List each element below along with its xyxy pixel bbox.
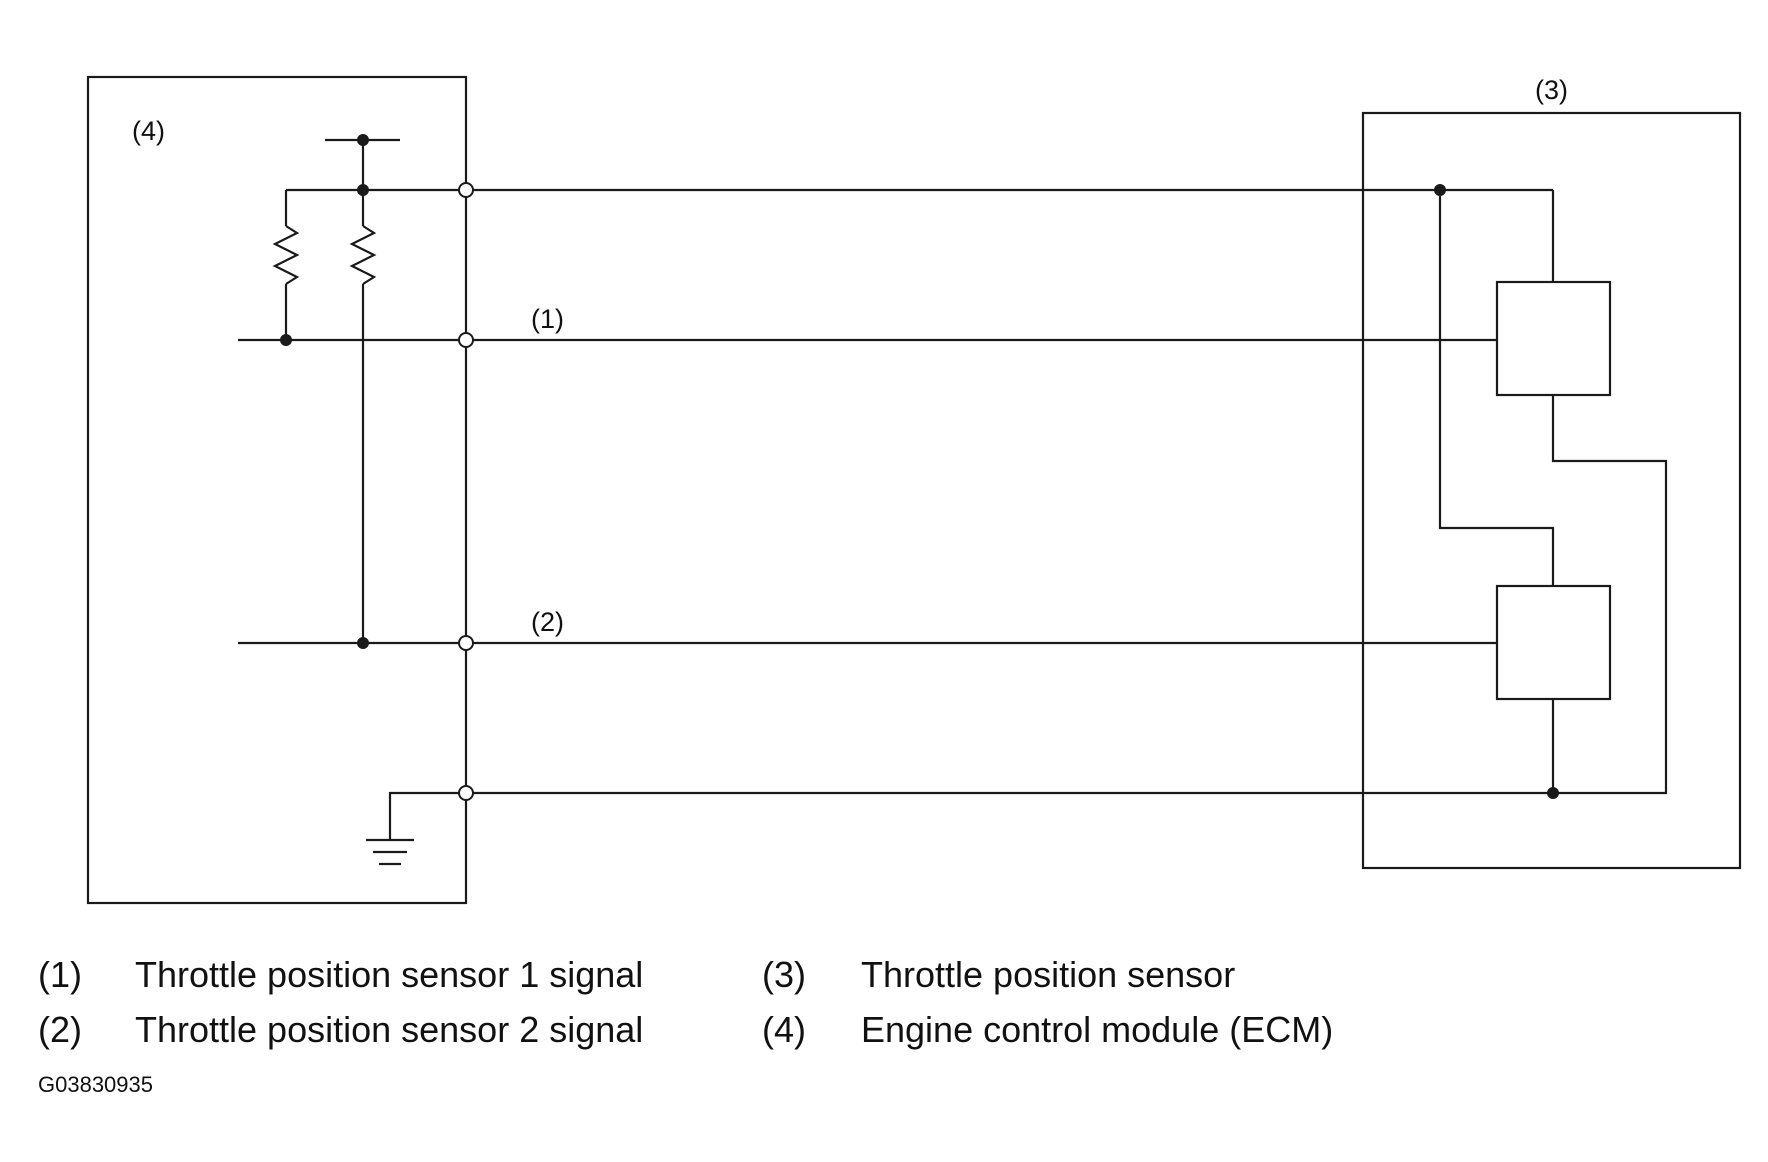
- harness-wires: (1) (2): [466, 188, 1553, 795]
- legend-item-2-number: (2): [38, 1009, 82, 1050]
- sensor-1-ground: [1551, 395, 1668, 795]
- signal-1-label: (1): [531, 304, 564, 334]
- ecm-module: (4): [86, 75, 468, 905]
- sensor-element-2: [1495, 584, 1612, 701]
- pullup-resistor-2: [349, 190, 377, 643]
- legend-item-4-text: Engine control module (ECM): [861, 1009, 1334, 1050]
- sensor-2-supply: [1438, 190, 1555, 586]
- signal-2-node: [357, 637, 369, 649]
- sensor-label: (3): [1535, 75, 1568, 105]
- terminal-signal-2: [458, 635, 474, 651]
- pullup-resistor-1: [272, 190, 300, 340]
- signal-1-node: [280, 334, 292, 346]
- sensor-box: [1361, 111, 1742, 870]
- terminal-signal-1: [458, 332, 474, 348]
- ground-icon: [366, 791, 466, 866]
- legend-item-1-text: Throttle position sensor 1 signal: [135, 954, 644, 995]
- terminal-ground: [458, 785, 474, 801]
- connector-terminals: [458, 182, 474, 801]
- ecm-box: [86, 75, 468, 905]
- signal-2-label: (2): [531, 607, 564, 637]
- throttle-position-sensor: (3): [1361, 75, 1742, 870]
- legend-item-3-number: (3): [762, 954, 806, 995]
- terminal-supply: [458, 182, 474, 198]
- sensor-element-1: [1495, 280, 1612, 397]
- legend-item-1-number: (1): [38, 954, 82, 995]
- figure-code: G03830935: [38, 1072, 153, 1097]
- ecm-label: (4): [132, 116, 165, 146]
- sensor-ground-node: [1547, 787, 1559, 799]
- legend-item-2-text: Throttle position sensor 2 signal: [135, 1009, 644, 1050]
- legend-item-3-text: Throttle position sensor: [861, 954, 1236, 995]
- legend-item-4-number: (4): [762, 1009, 806, 1050]
